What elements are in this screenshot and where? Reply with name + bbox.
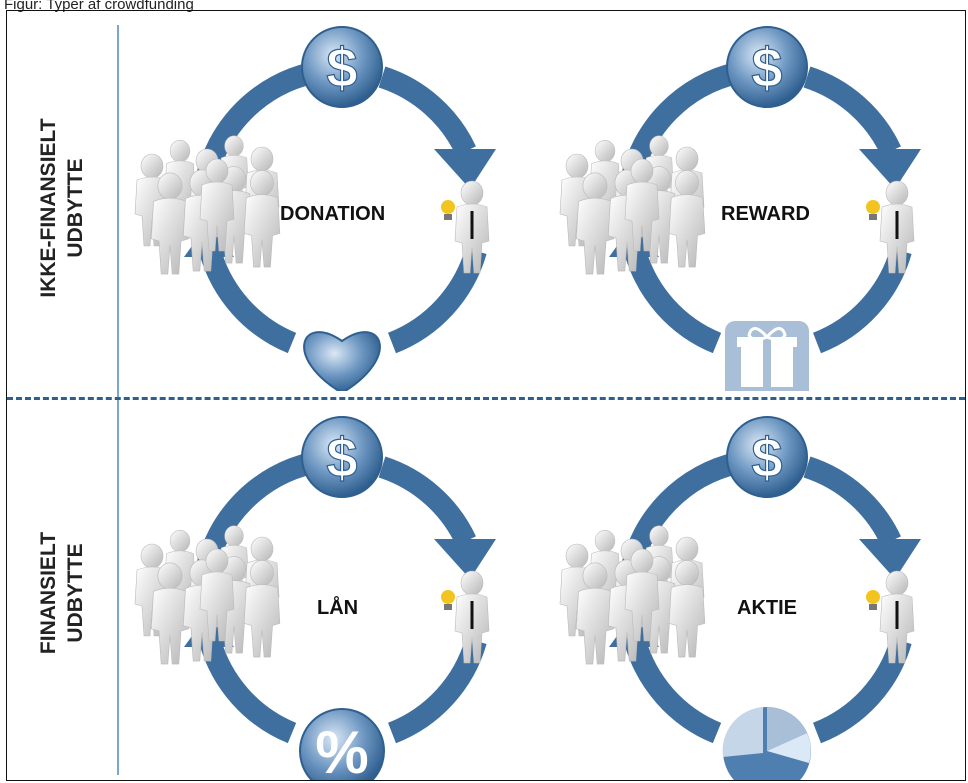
svg-text:$: $ [326,36,357,99]
arrow-segment [624,247,722,354]
diagram-frame: IKKE-FINANSIELT UDBYTTE FINANSIELT UDBYT… [6,10,966,781]
panel-label: DONATION [280,203,386,225]
arrow-segment [812,637,912,744]
crowd-icon [134,525,281,665]
cycle-graphic: $% [134,416,496,781]
row-label-financial: FINANSIELT UDBYTTE [35,493,89,693]
arrow-segment [803,456,901,546]
arrow-head [434,149,496,189]
arrow-head [859,539,921,579]
row-label-bottom-line-1: FINANSIELT [37,531,60,655]
cycle-graphic: $ [559,26,921,391]
row-label-bottom-line-2: UDBYTTE [64,543,87,643]
arrow-segment [378,66,476,156]
cycle-graphic: $ [134,26,496,391]
svg-text:%: % [315,719,368,781]
svg-text:$: $ [751,426,782,489]
arrow-segment [387,247,487,354]
arrow-segment [387,637,487,744]
lightbulb-icon [866,200,880,220]
arrow-segment [624,637,722,744]
entrepreneur-icon [454,180,490,274]
lightbulb-icon [441,200,455,220]
row-label-non-financial: IKKE-FINANSIELT UDBYTTE [35,108,89,308]
panel-label: LÅN [317,597,359,619]
entrepreneur-icon [879,180,915,274]
row-label-top-line-2: UDBYTTE [64,158,87,258]
heart-icon [303,331,381,391]
pie-chart-icon [722,707,811,780]
panel-label: REWARD [721,203,810,225]
dashed-horizontal-divider [7,397,965,400]
arrow-head [434,539,496,579]
entrepreneur-icon [454,570,490,664]
row-label-top-line-1: IKKE-FINANSIELT [37,118,60,298]
panel-aktie: $ AKTIE [547,401,947,780]
svg-text:$: $ [326,426,357,489]
dollar-coin-icon: $ [726,26,808,108]
crowd-icon [559,135,706,275]
arrow-segment [803,66,901,156]
lightbulb-icon [866,590,880,610]
vertical-divider [117,25,119,775]
percent-icon: % [299,708,385,781]
dollar-coin-icon: $ [726,416,808,498]
panel-donation: $ DONATION [122,11,522,391]
entrepreneur-icon [879,570,915,664]
arrow-head [859,149,921,189]
crowd-icon [559,525,706,665]
panel-label: AKTIE [737,597,797,619]
crowd-icon [134,135,281,275]
dollar-coin-icon: $ [301,26,383,108]
lightbulb-icon [441,590,455,610]
figure-caption: Figur: Typer af crowdfunding [4,0,194,13]
panel-laan: $% LÅN [122,401,522,781]
panel-reward: $ REWARD [547,11,947,391]
svg-text:$: $ [751,36,782,99]
cycle-graphic: $ [559,416,921,780]
arrow-segment [812,247,912,354]
dollar-coin-icon: $ [301,416,383,498]
arrow-segment [378,456,476,546]
arrow-segment [199,247,297,354]
arrow-segment [199,637,297,744]
gift-icon [725,321,809,391]
